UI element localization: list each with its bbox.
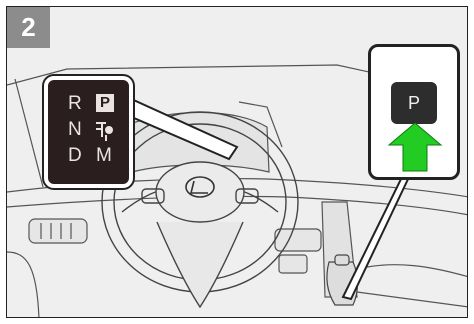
gear-letter-n: N bbox=[68, 120, 82, 139]
gear-letter-m: M bbox=[96, 146, 112, 165]
step-number-badge: 2 bbox=[7, 7, 50, 48]
gear-letter-r: R bbox=[68, 94, 82, 113]
p-button-label: P bbox=[408, 93, 420, 114]
parking-transition-icon bbox=[92, 117, 118, 143]
gear-letter-p-active: P bbox=[96, 94, 114, 112]
shift-p-button-callout: P bbox=[368, 44, 460, 180]
illustration-frame: 2 R P N D M P bbox=[6, 6, 468, 318]
p-position-button[interactable]: P bbox=[391, 82, 437, 124]
press-arrow-icon bbox=[387, 121, 443, 173]
gear-position-display: R P N D M bbox=[44, 76, 133, 188]
gear-letter-d: D bbox=[68, 146, 82, 165]
